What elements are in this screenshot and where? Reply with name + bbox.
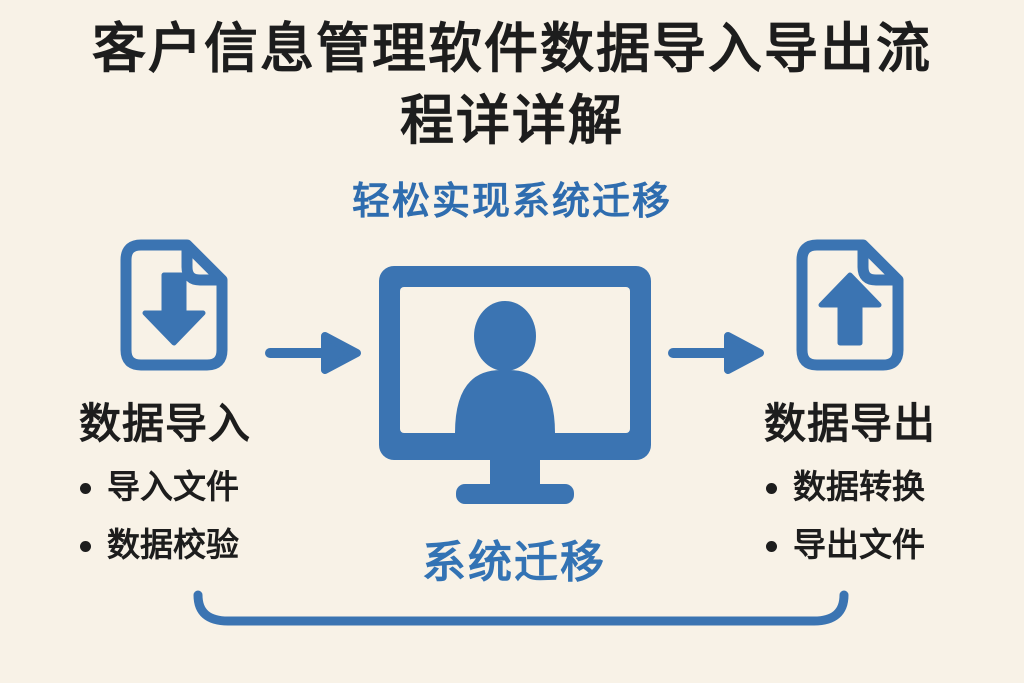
bullet-dot-icon bbox=[80, 540, 91, 552]
list-item-label: 数据校验 bbox=[107, 526, 239, 563]
file-import-icon bbox=[120, 239, 228, 371]
list-item-label: 数据转换 bbox=[793, 468, 925, 505]
bottom-bracket-icon bbox=[193, 590, 849, 626]
page-title-line2: 程详详解 bbox=[400, 90, 624, 151]
file-export-icon bbox=[796, 239, 904, 371]
bullet-dot-icon bbox=[766, 540, 777, 552]
list-item: 导入文件 bbox=[80, 466, 320, 508]
right-bullet-list: 数据转换 导出文件 bbox=[766, 466, 1006, 566]
page-subtitle: 轻松实现系统迁移 bbox=[351, 181, 672, 223]
list-item-label: 导入文件 bbox=[107, 468, 239, 505]
bullet-dot-icon bbox=[80, 482, 91, 494]
page-title: 客户信息管理软件数据导入导出流程详详解 bbox=[0, 14, 1024, 158]
list-item: 数据校验 bbox=[80, 524, 320, 566]
right-section-heading: 数据导出 bbox=[763, 400, 936, 447]
flow-arrow-left-icon bbox=[265, 332, 361, 374]
bullet-dot-icon bbox=[766, 482, 777, 494]
page-title-line1: 客户信息管理软件数据导入导出流 bbox=[92, 19, 932, 79]
center-section-label: 系统迁移 bbox=[422, 538, 606, 587]
list-item: 数据转换 bbox=[766, 466, 1006, 508]
flow-arrow-right-icon bbox=[668, 332, 764, 374]
monitor-user-icon bbox=[379, 266, 651, 504]
left-section-heading: 数据导入 bbox=[78, 400, 251, 447]
list-item: 导出文件 bbox=[766, 524, 1006, 566]
list-item-label: 导出文件 bbox=[793, 526, 925, 563]
left-bullet-list: 导入文件 数据校验 bbox=[80, 466, 320, 566]
